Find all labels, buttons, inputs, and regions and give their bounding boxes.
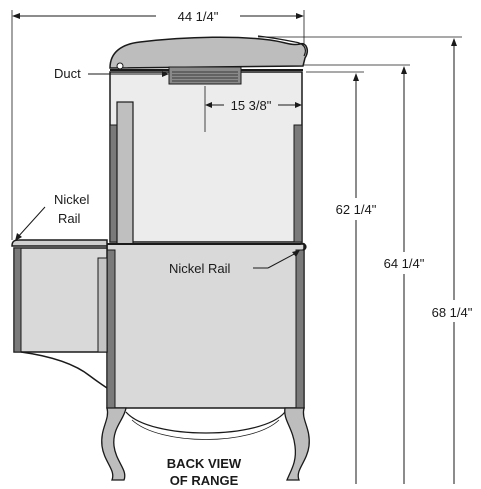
side-shelf-rail xyxy=(11,239,108,247)
dimension-height-rail xyxy=(353,73,359,484)
caption-line2: OF RANGE xyxy=(170,473,239,488)
nickel-rail-left-label-line1: Nickel xyxy=(54,192,90,207)
side-shelf-box xyxy=(13,247,108,353)
height-rail-label: 62 1/4" xyxy=(336,202,377,217)
top-crown xyxy=(109,36,308,69)
side-shelf-bracket xyxy=(20,351,108,389)
range-body xyxy=(11,35,310,481)
upper-back-panel xyxy=(109,71,303,243)
nickel-rail-left-label-line2: Rail xyxy=(58,211,81,226)
top-crown-scroll xyxy=(257,35,307,57)
dimension-height-top xyxy=(401,66,407,484)
side-shelf-panel xyxy=(97,257,108,353)
caption-line1: BACK VIEW xyxy=(167,456,242,471)
upper-right-strip xyxy=(293,124,303,243)
nickel-rail-right xyxy=(107,242,307,251)
lower-left-strip xyxy=(106,249,116,409)
duct-grille-lines xyxy=(172,71,238,82)
crown-knob xyxy=(116,62,124,70)
dimension-height-overall xyxy=(451,38,457,484)
duct-offset-label: 15 3/8" xyxy=(231,98,272,113)
dimension-duct-offset xyxy=(204,86,302,132)
leg-right xyxy=(284,407,310,481)
apron-curve-inner xyxy=(131,419,280,440)
side-shelf-left-strip xyxy=(13,247,22,353)
nickel-rail-right-label: Nickel Rail xyxy=(169,261,231,276)
duct-label: Duct xyxy=(54,66,81,81)
height-overall-label: 68 1/4" xyxy=(432,305,473,320)
apron-curve xyxy=(125,411,286,434)
height-top-label: 64 1/4" xyxy=(384,256,425,271)
lower-right-strip xyxy=(295,249,305,409)
side-shelf xyxy=(11,239,108,389)
leg-left xyxy=(101,407,127,481)
nickel-rail-left-leader xyxy=(16,206,46,239)
dimension-overall-width xyxy=(11,10,305,240)
overall-width-label: 44 1/4" xyxy=(178,9,219,24)
